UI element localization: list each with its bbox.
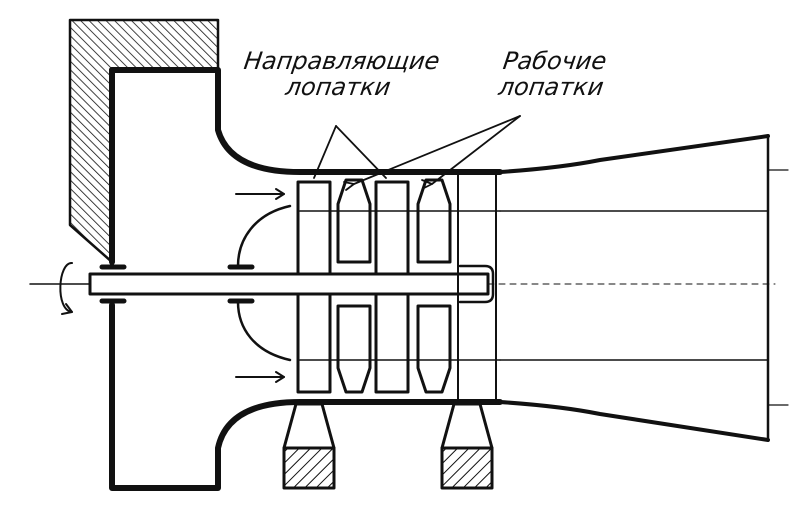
guide-vanes	[296, 180, 410, 394]
guide-vanes-label-line1: Направляющие	[242, 47, 442, 75]
housing-wedge	[68, 18, 220, 264]
shaft	[29, 264, 776, 304]
stage-lines	[299, 171, 501, 403]
working-blades-label: Рабочие лопатки	[474, 47, 631, 101]
guide-vanes-label-line2: лопатки	[283, 73, 393, 101]
working-blades	[336, 178, 452, 394]
working-blades-label-line2: лопатки	[496, 73, 606, 101]
leader-lines	[313, 115, 521, 191]
shaft-seals	[99, 264, 255, 304]
outer-casing	[109, 67, 503, 491]
rotation-arrow	[59, 261, 73, 315]
bearing-supports	[282, 402, 494, 490]
guide-vanes-label: Направляющие лопатки	[224, 47, 455, 101]
working-blades-label-line1: Рабочие	[501, 47, 609, 75]
exhaust-diffuser	[498, 134, 789, 442]
inlet-flow-arrows	[235, 188, 292, 383]
